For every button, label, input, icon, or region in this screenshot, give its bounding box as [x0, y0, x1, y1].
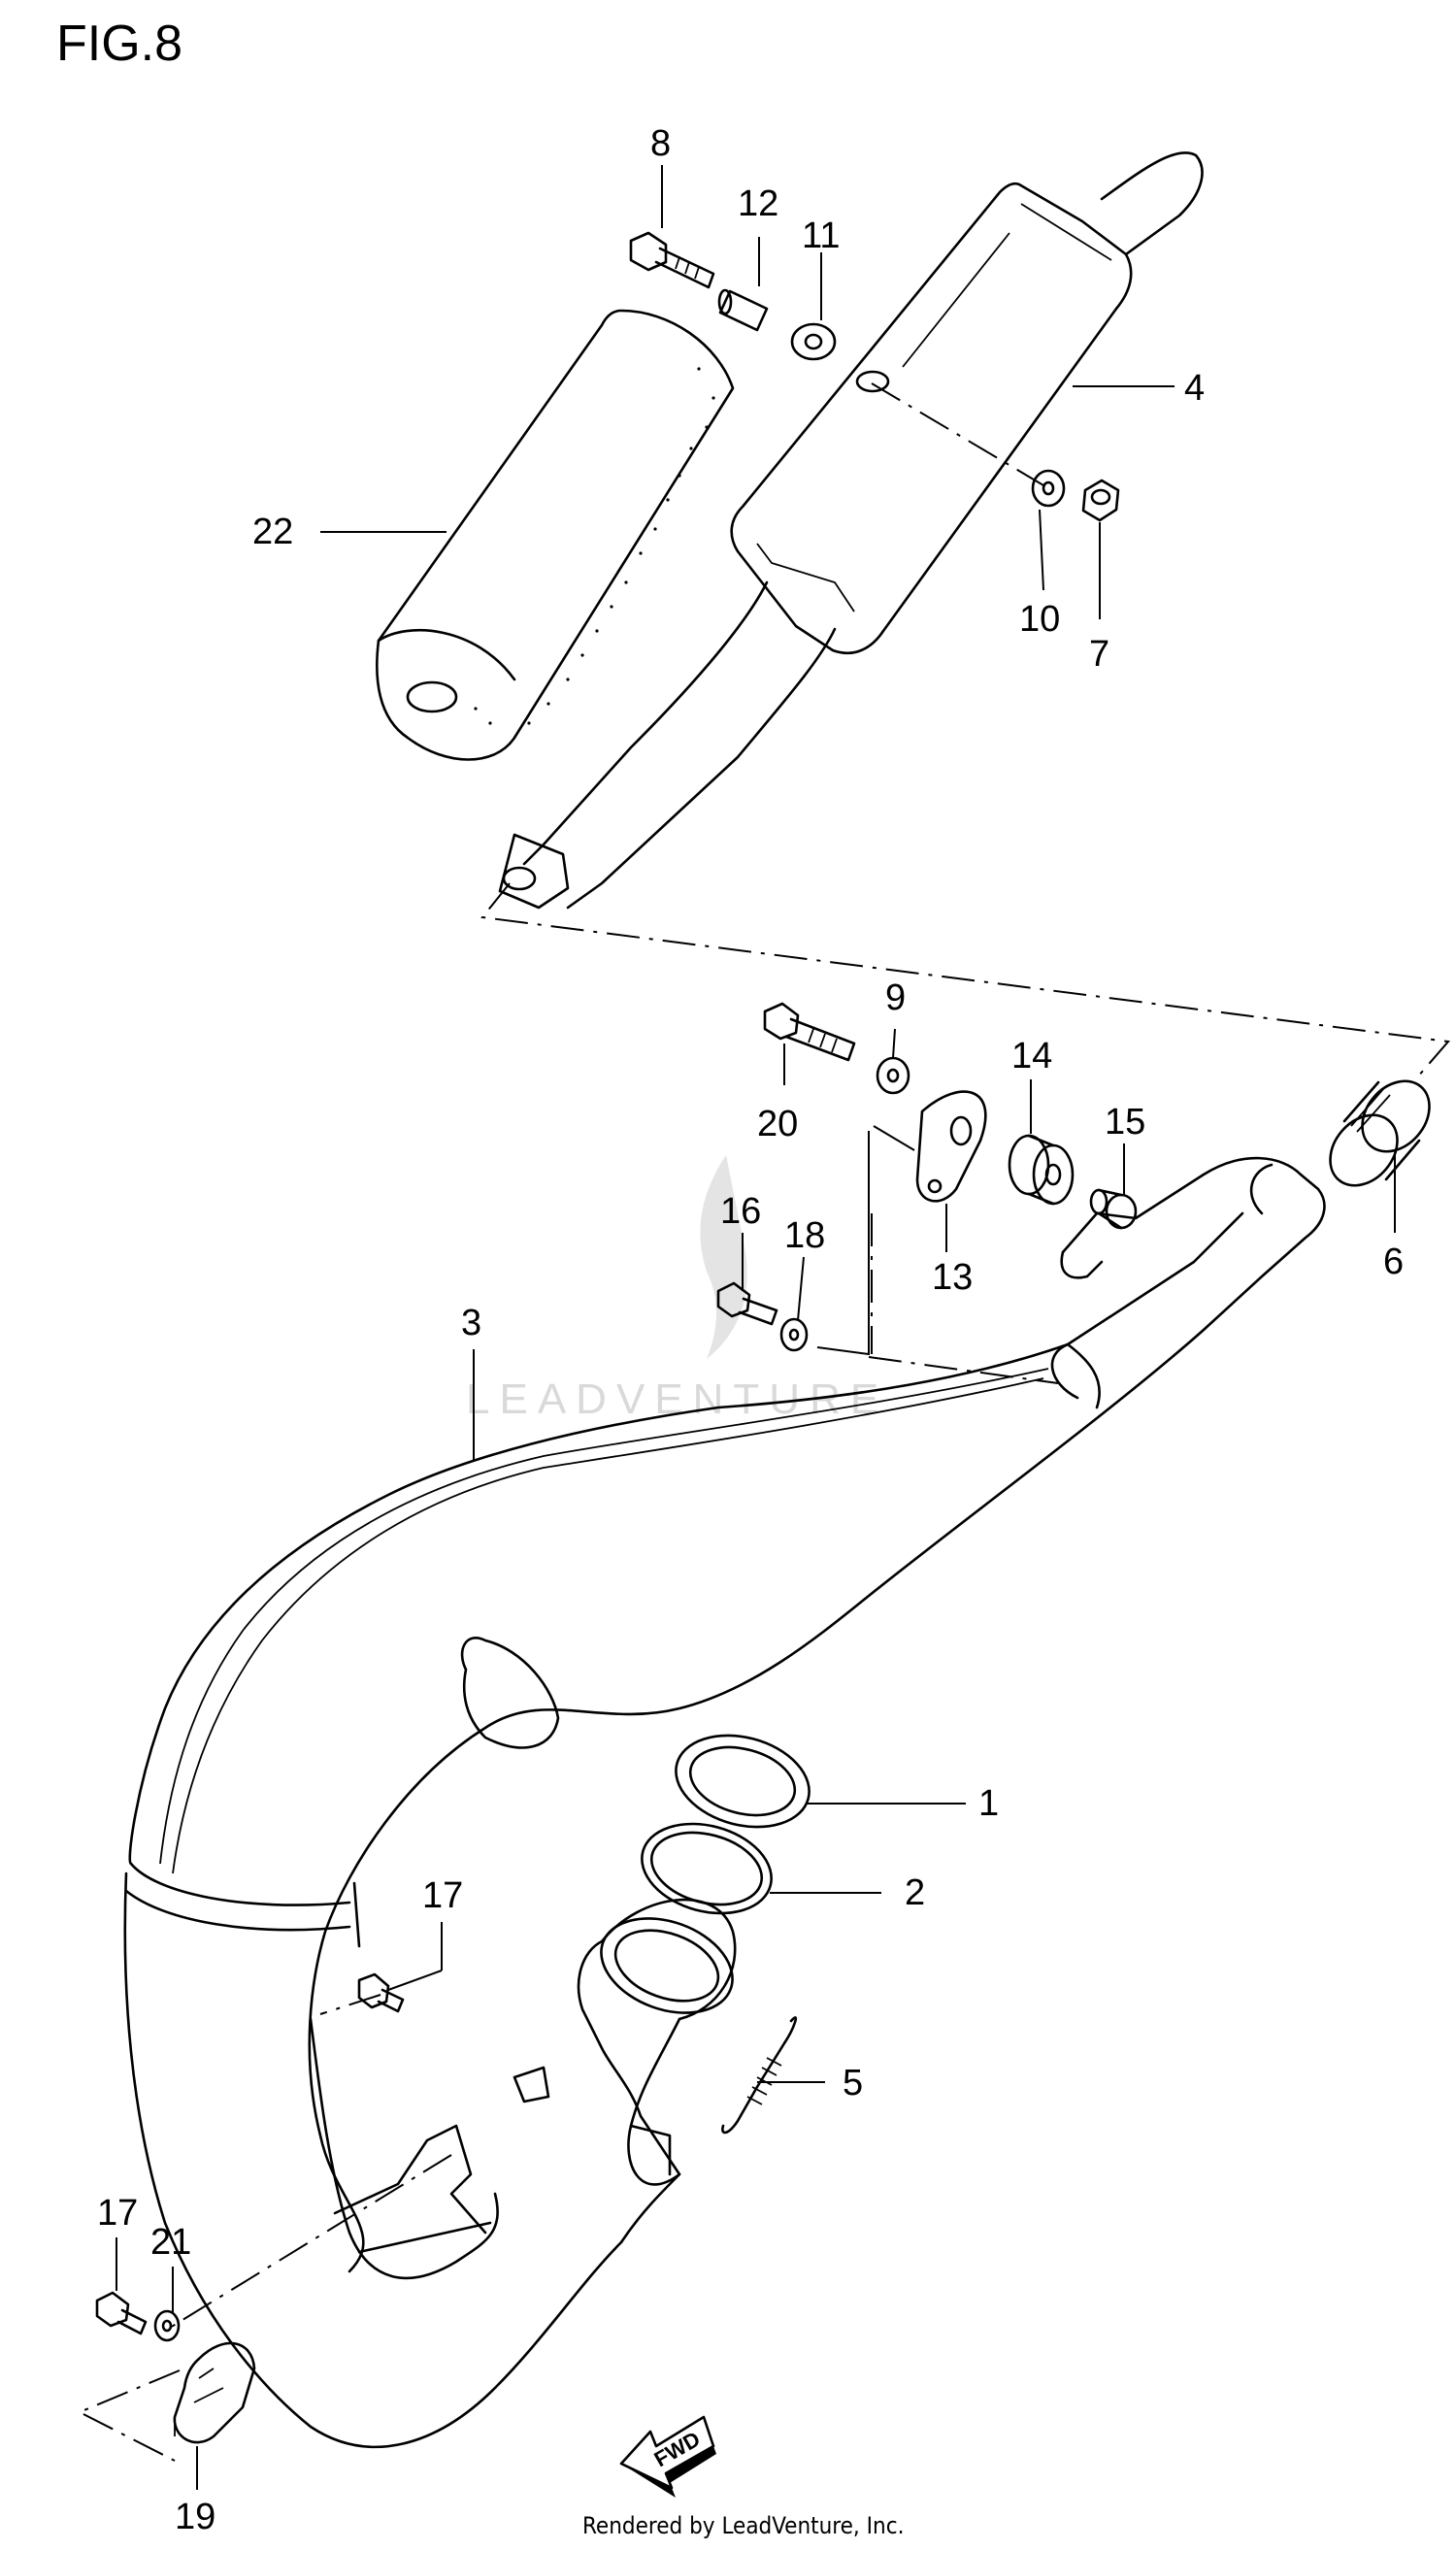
callout-20: 20 — [757, 1104, 798, 1144]
silencer-packing-part-22 — [376, 309, 735, 761]
seal-part-6 — [1329, 1079, 1431, 1187]
callout-14: 14 — [1011, 1036, 1052, 1076]
callout-6: 6 — [1383, 1242, 1404, 1282]
callout-12: 12 — [738, 183, 778, 224]
callout-9: 9 — [885, 977, 906, 1018]
grommet-part-11 — [790, 322, 837, 361]
callout-11: 11 — [802, 215, 840, 256]
exhaust-chamber-part-3 — [123, 1156, 1326, 2449]
leader-lines — [116, 165, 1396, 2490]
callout-19: 19 — [175, 2497, 215, 2537]
collar-part-15 — [1089, 1188, 1138, 1230]
callout-7: 7 — [1089, 634, 1109, 675]
callout-17-upper: 17 — [422, 1875, 463, 1916]
nut-part-7 — [1081, 479, 1120, 522]
callout-15: 15 — [1105, 1102, 1145, 1143]
callout-4: 4 — [1184, 368, 1205, 409]
callout-17-lower: 17 — [97, 2193, 138, 2234]
render-credit: Rendered by LeadVenture, Inc. — [582, 2512, 904, 2539]
callout-22: 22 — [252, 512, 293, 552]
gasket-part-2 — [641, 1822, 773, 1915]
callout-8: 8 — [650, 123, 671, 164]
bolt-part-17-lower — [95, 2291, 148, 2335]
svg-text:LEADVENTURE: LEADVENTURE — [466, 1375, 888, 1423]
cap-part-19 — [173, 2341, 256, 2444]
callout-21: 21 — [150, 2222, 191, 2263]
bolt-part-8 — [629, 231, 715, 289]
callout-13: 13 — [932, 1257, 973, 1298]
muffler-part-4 — [498, 151, 1204, 910]
callout-18: 18 — [784, 1215, 825, 1256]
bracket-part-13 — [915, 1090, 987, 1203]
bolt-part-17-upper — [357, 1972, 405, 2013]
washer-part-10 — [1031, 469, 1066, 508]
callout-16: 16 — [720, 1191, 761, 1232]
grommet-part-14 — [1008, 1134, 1075, 1206]
collar-part-12 — [717, 288, 769, 332]
callout-5: 5 — [843, 2063, 863, 2103]
washer-part-9 — [876, 1056, 910, 1095]
washer-part-21 — [153, 2309, 181, 2342]
gasket-part-1 — [675, 1734, 811, 1829]
figure-title: FIG.8 — [56, 16, 182, 72]
callout-2: 2 — [905, 1872, 925, 1913]
callout-3: 3 — [461, 1303, 481, 1343]
callout-10: 10 — [1019, 599, 1060, 640]
forward-direction-arrow: FWD — [619, 2415, 716, 2498]
watermark: LEADVENTURE — [466, 1155, 888, 1423]
bolt-part-20 — [763, 1002, 856, 1062]
washer-part-18 — [779, 1317, 809, 1352]
spring-part-5 — [721, 2016, 798, 2135]
alignment-lines — [77, 382, 1450, 2462]
bolt-part-16 — [716, 1281, 778, 1326]
callout-1: 1 — [978, 1783, 999, 1824]
callout-labels: 8 12 11 4 22 10 7 9 14 15 20 16 18 13 6 … — [97, 123, 1404, 2537]
